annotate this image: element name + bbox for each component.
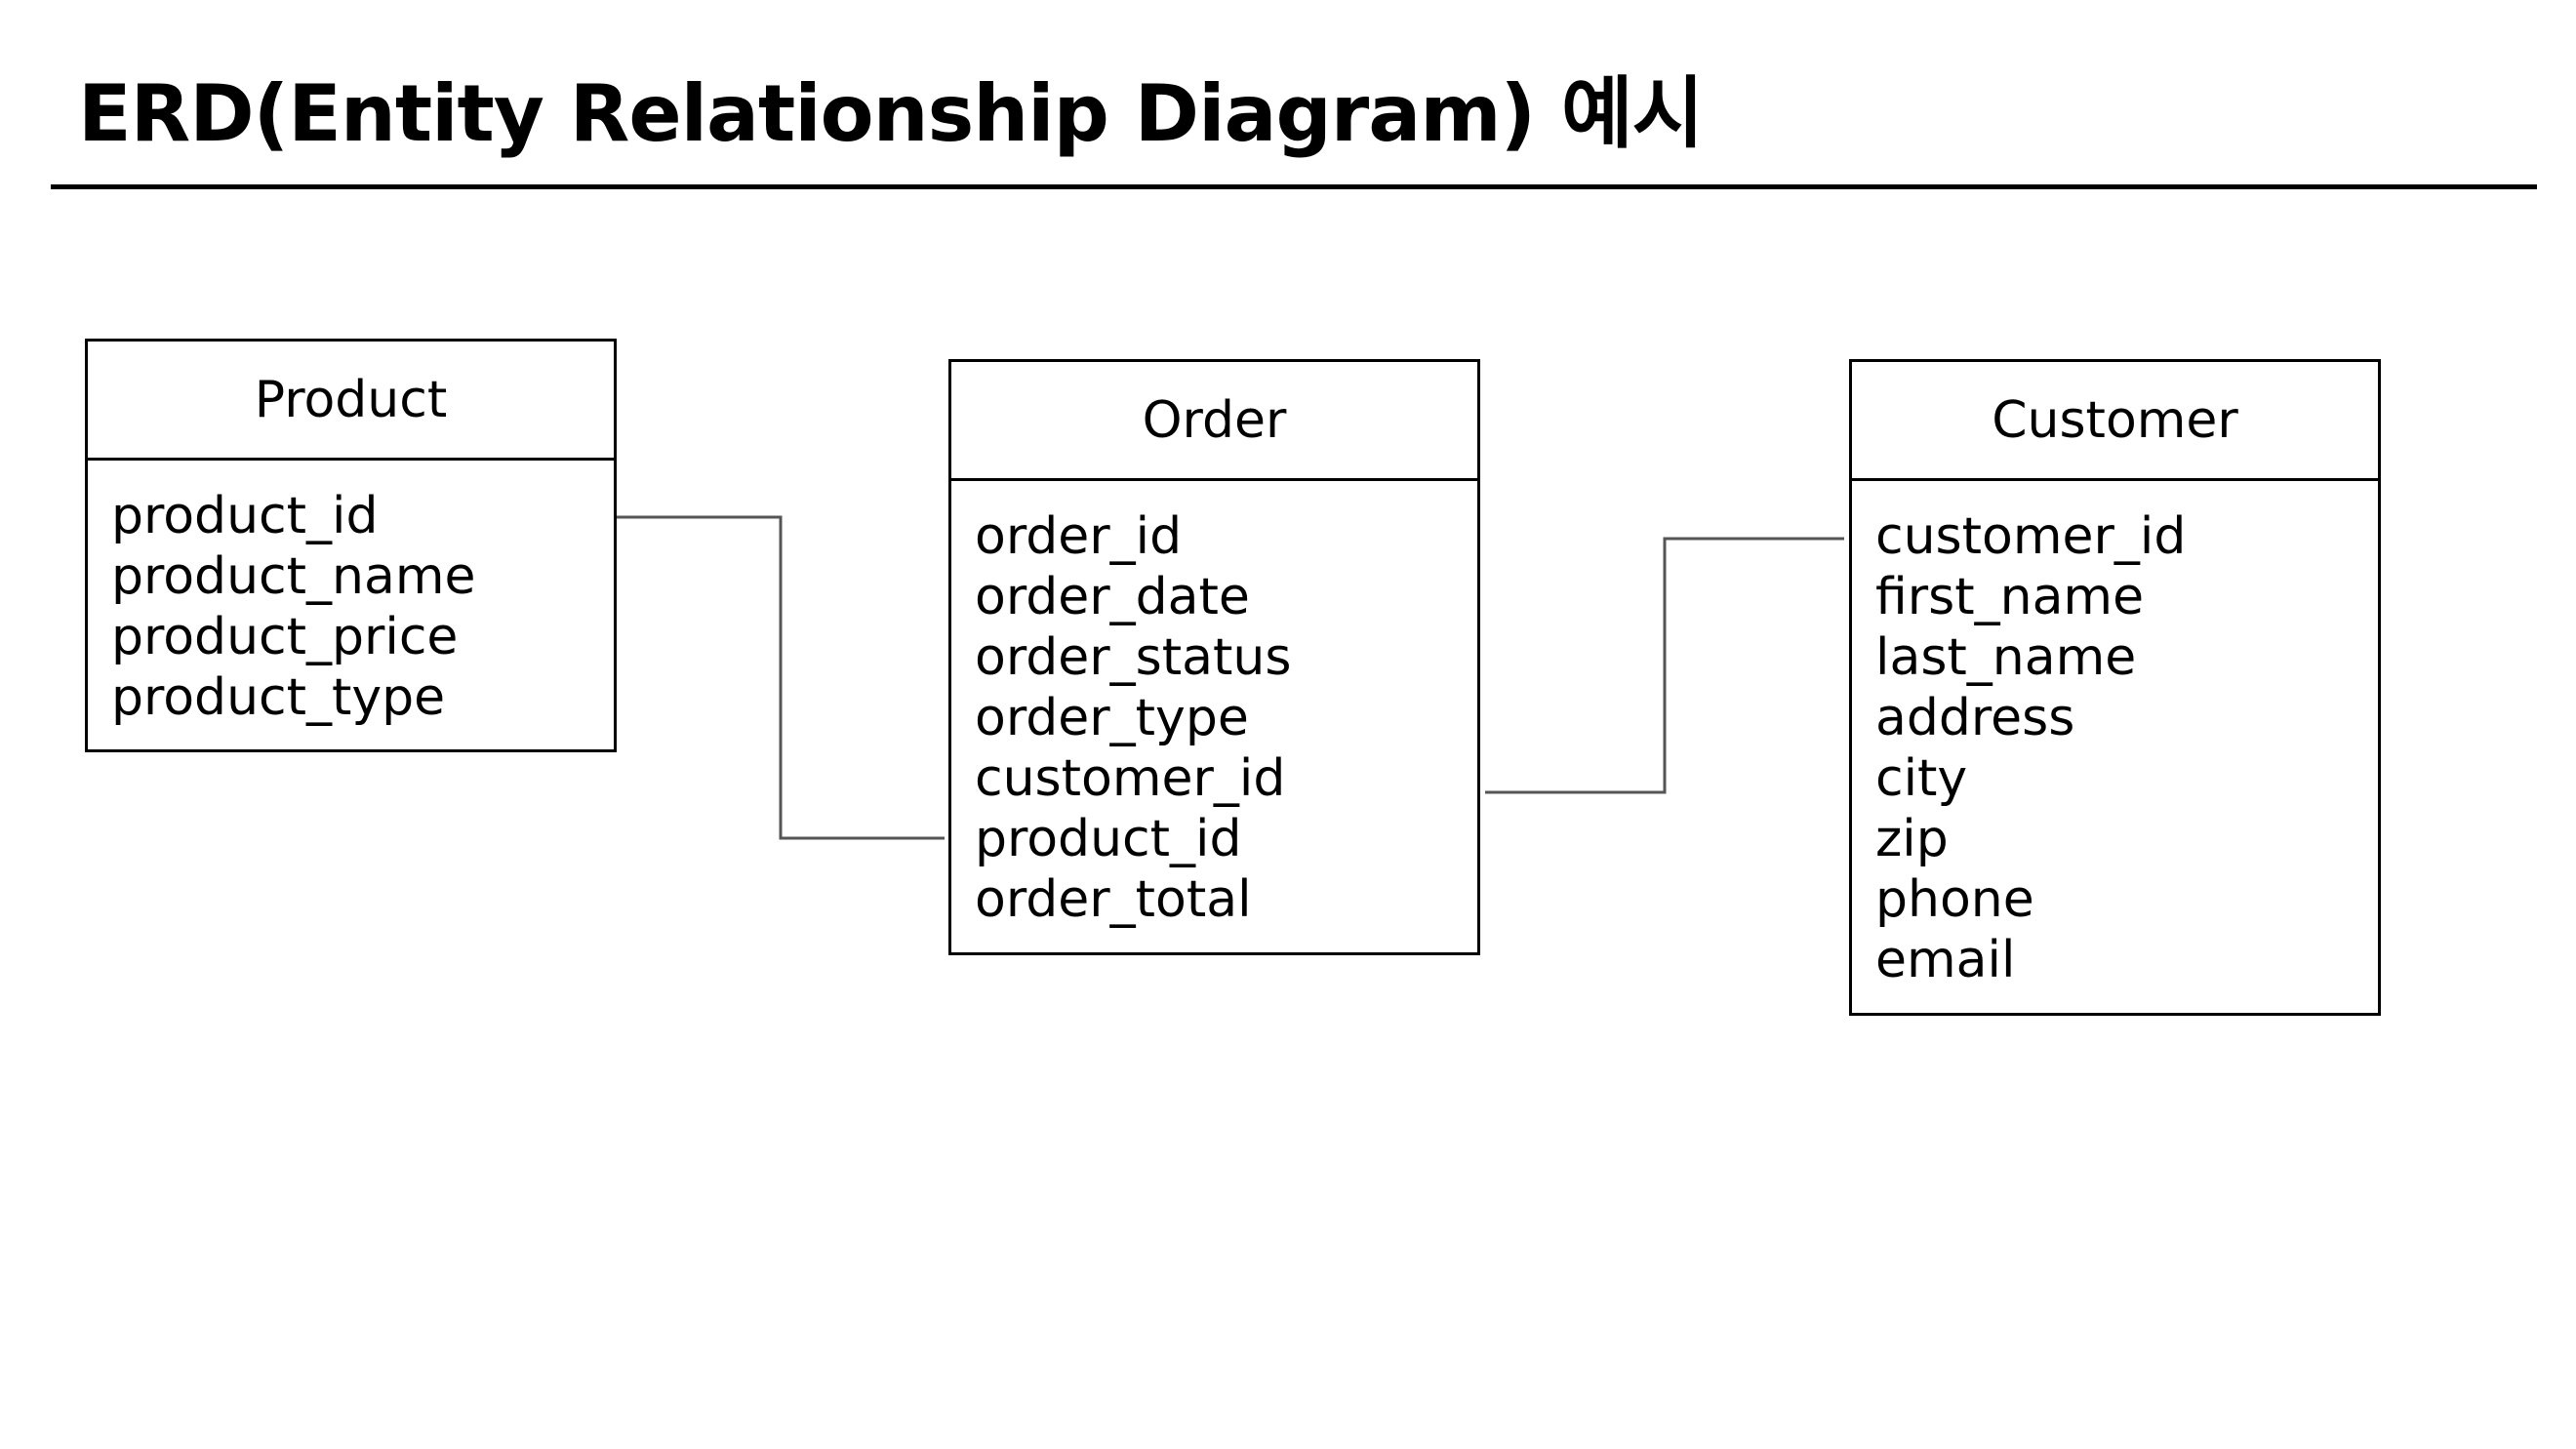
attribute-product-id: product_id bbox=[111, 487, 379, 545]
entity-customer: Customer customer_id first_name last_nam… bbox=[1849, 359, 2381, 1016]
attribute-customer-id: customer_id bbox=[1875, 507, 2187, 566]
attribute-order-id: order_id bbox=[975, 507, 1183, 566]
entity-header-product: Product bbox=[88, 342, 614, 461]
attribute-email: email bbox=[1875, 931, 2016, 989]
attribute-phone: phone bbox=[1875, 870, 2034, 929]
attribute-order-customer-id: customer_id bbox=[975, 749, 1286, 808]
entity-order: Order order_id order_date order_status o… bbox=[948, 359, 1480, 955]
attribute-last-name: last_name bbox=[1875, 628, 2137, 687]
attribute-product-name: product_name bbox=[111, 547, 476, 606]
entity-header-order: Order bbox=[951, 362, 1477, 481]
attribute-order-status: order_status bbox=[975, 628, 1292, 687]
attribute-list-order: order_id order_date order_status order_t… bbox=[951, 481, 1477, 930]
attribute-order-total: order_total bbox=[975, 870, 1252, 929]
attribute-product-type: product_type bbox=[111, 668, 446, 727]
entity-product: Product product_id product_name product_… bbox=[85, 339, 617, 752]
page-title: ERD(Entity Relationship Diagram) 예시 bbox=[78, 68, 1704, 159]
attribute-first-name: first_name bbox=[1875, 568, 2145, 626]
attribute-order-product-id: product_id bbox=[975, 810, 1242, 868]
attribute-city: city bbox=[1875, 749, 1968, 808]
attribute-list-customer: customer_id first_name last_name address… bbox=[1852, 481, 2378, 990]
connector-product-order bbox=[617, 515, 945, 840]
connector-order-customer bbox=[1485, 537, 1844, 794]
attribute-list-product: product_id product_name product_price pr… bbox=[88, 461, 614, 728]
attribute-address: address bbox=[1875, 689, 2075, 747]
attribute-order-date: order_date bbox=[975, 568, 1250, 626]
title-divider bbox=[51, 184, 2537, 189]
attribute-product-price: product_price bbox=[111, 608, 459, 666]
entity-header-customer: Customer bbox=[1852, 362, 2378, 481]
attribute-zip: zip bbox=[1875, 810, 1949, 868]
attribute-order-type: order_type bbox=[975, 689, 1249, 747]
